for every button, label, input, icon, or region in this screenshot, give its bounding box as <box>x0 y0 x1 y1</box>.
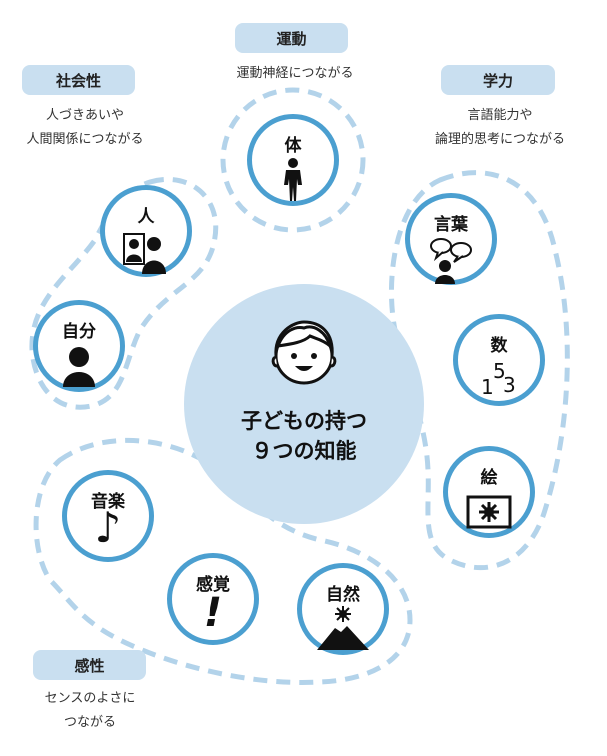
node-kankaku: 感覚 ! <box>167 553 259 645</box>
category-label-shakai: 社会性 <box>22 65 135 95</box>
node-e: 絵 <box>443 446 535 538</box>
child-face-icon <box>271 320 337 385</box>
framed-picture-icon <box>466 495 512 529</box>
node-label: 人 <box>137 207 155 227</box>
node-label: 音楽 <box>91 492 125 512</box>
node-label: 数 <box>490 336 508 356</box>
digit-3: 3 <box>503 373 516 397</box>
person-standing-icon <box>284 158 302 201</box>
desc-line: つながる <box>63 715 116 730</box>
node-label: 言葉 <box>434 215 468 235</box>
undou-group-outline <box>220 87 366 233</box>
speech-bubbles-icon <box>430 238 472 284</box>
category-label-kansei: 感性 <box>33 650 146 680</box>
node-label: 感覚 <box>196 575 230 595</box>
node-shizen: 自然 <box>297 563 389 655</box>
desc-line: 人づきあいや <box>45 108 124 123</box>
node-ongaku: 音楽 ♪ <box>62 470 154 562</box>
music-note-icon: ♪ <box>94 503 122 552</box>
center-title-line1: 子どもの持つ <box>241 409 367 433</box>
desc-line: 運動神経につながる <box>236 66 354 81</box>
node-label: 絵 <box>480 468 498 488</box>
category-desc-gakuryoku: 言語能力や 論理的思考につながる <box>400 104 600 152</box>
mountain-sun-icon <box>317 606 369 650</box>
node-jibun: 自分 <box>33 300 125 392</box>
digit-1: 1 <box>481 375 494 399</box>
category-desc-kansei: センスのよさに つながる <box>15 687 165 735</box>
category-label-undou: 運動 <box>235 23 348 53</box>
node-kazu: 数 1 5 3 <box>453 314 545 406</box>
two-people-icon <box>123 233 166 274</box>
category-label-gakuryoku: 学力 <box>441 65 555 95</box>
category-desc-undou: 運動神経につながる <box>200 62 390 86</box>
person-bust-icon <box>63 347 95 387</box>
node-karada: 体 <box>247 114 339 206</box>
node-hito: 人 <box>100 185 192 277</box>
numbers-icon: 1 5 3 <box>477 359 521 401</box>
category-desc-shakai: 人づきあいや 人間関係につながる <box>0 104 170 152</box>
exclamation-icon: ! <box>203 590 223 636</box>
center-title-line2: ９つの知能 <box>251 439 357 463</box>
desc-line: センスのよさに <box>44 691 136 706</box>
center-circle: 子どもの持つ ９つの知能 <box>184 284 424 524</box>
node-kotoba: 言葉 <box>405 193 497 285</box>
desc-line: 論理的思考につながる <box>434 132 565 147</box>
node-label: 体 <box>284 136 302 156</box>
node-label: 自分 <box>62 322 96 342</box>
desc-line: 人間関係につながる <box>26 132 144 147</box>
center-title: 子どもの持つ ９つの知能 <box>184 406 424 466</box>
digit-5: 5 <box>493 359 506 383</box>
desc-line: 言語能力や <box>467 108 533 123</box>
node-label: 自然 <box>326 585 360 605</box>
shakai-group-outline <box>29 176 219 410</box>
kansei-group-outline <box>33 437 413 685</box>
